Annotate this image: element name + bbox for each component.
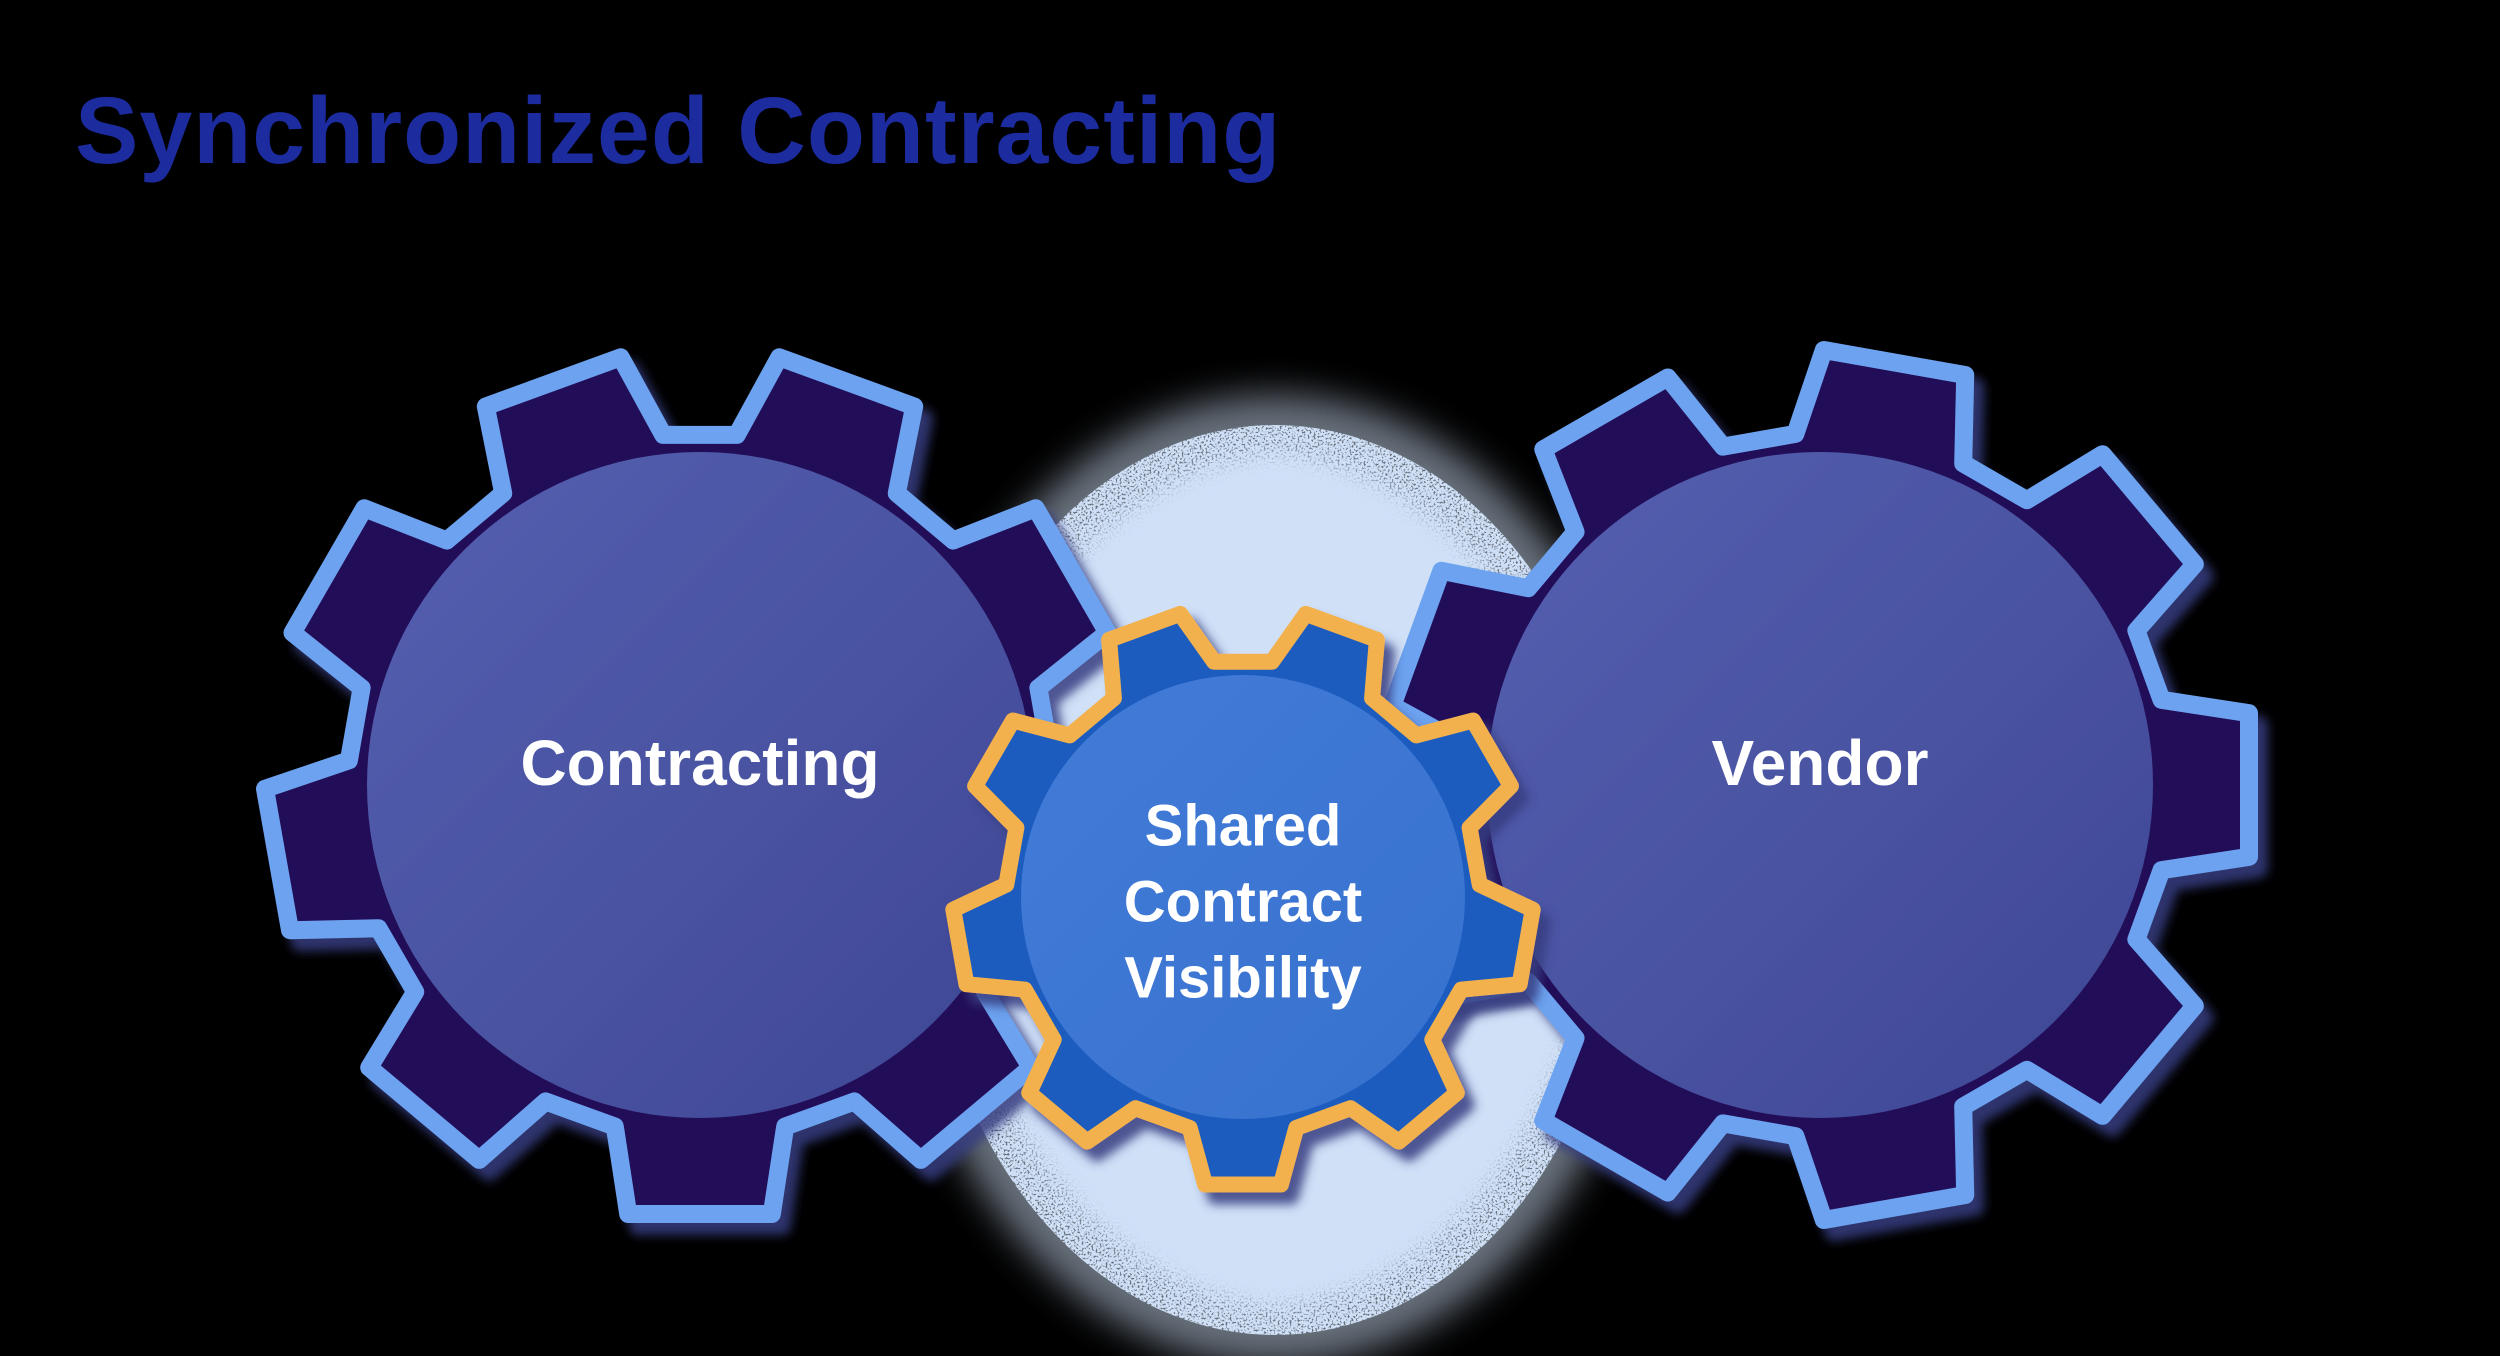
contracting-gear-label: Contracting — [520, 727, 879, 799]
vendor-gear-inner-circle — [1487, 452, 2153, 1118]
contracting-gear: Contracting — [256, 348, 1144, 1223]
contracting-gear-inner-circle — [367, 452, 1033, 1118]
shared-contract-gear-label-line3: Visibility — [1124, 946, 1361, 1011]
page-title: Synchronized Contracting — [75, 78, 1282, 184]
vendor-gear: Vendor — [1383, 341, 2258, 1229]
shared-contract-gear-label-line1: Shared — [1145, 794, 1342, 859]
shared-contract-gear-label-line2: Contract — [1124, 870, 1362, 935]
shared-contract-gear: Shared Contract Visibility — [945, 605, 1541, 1193]
shared-contract-gear-inner-circle — [1021, 675, 1465, 1119]
vendor-gear-label: Vendor — [1712, 727, 1929, 799]
